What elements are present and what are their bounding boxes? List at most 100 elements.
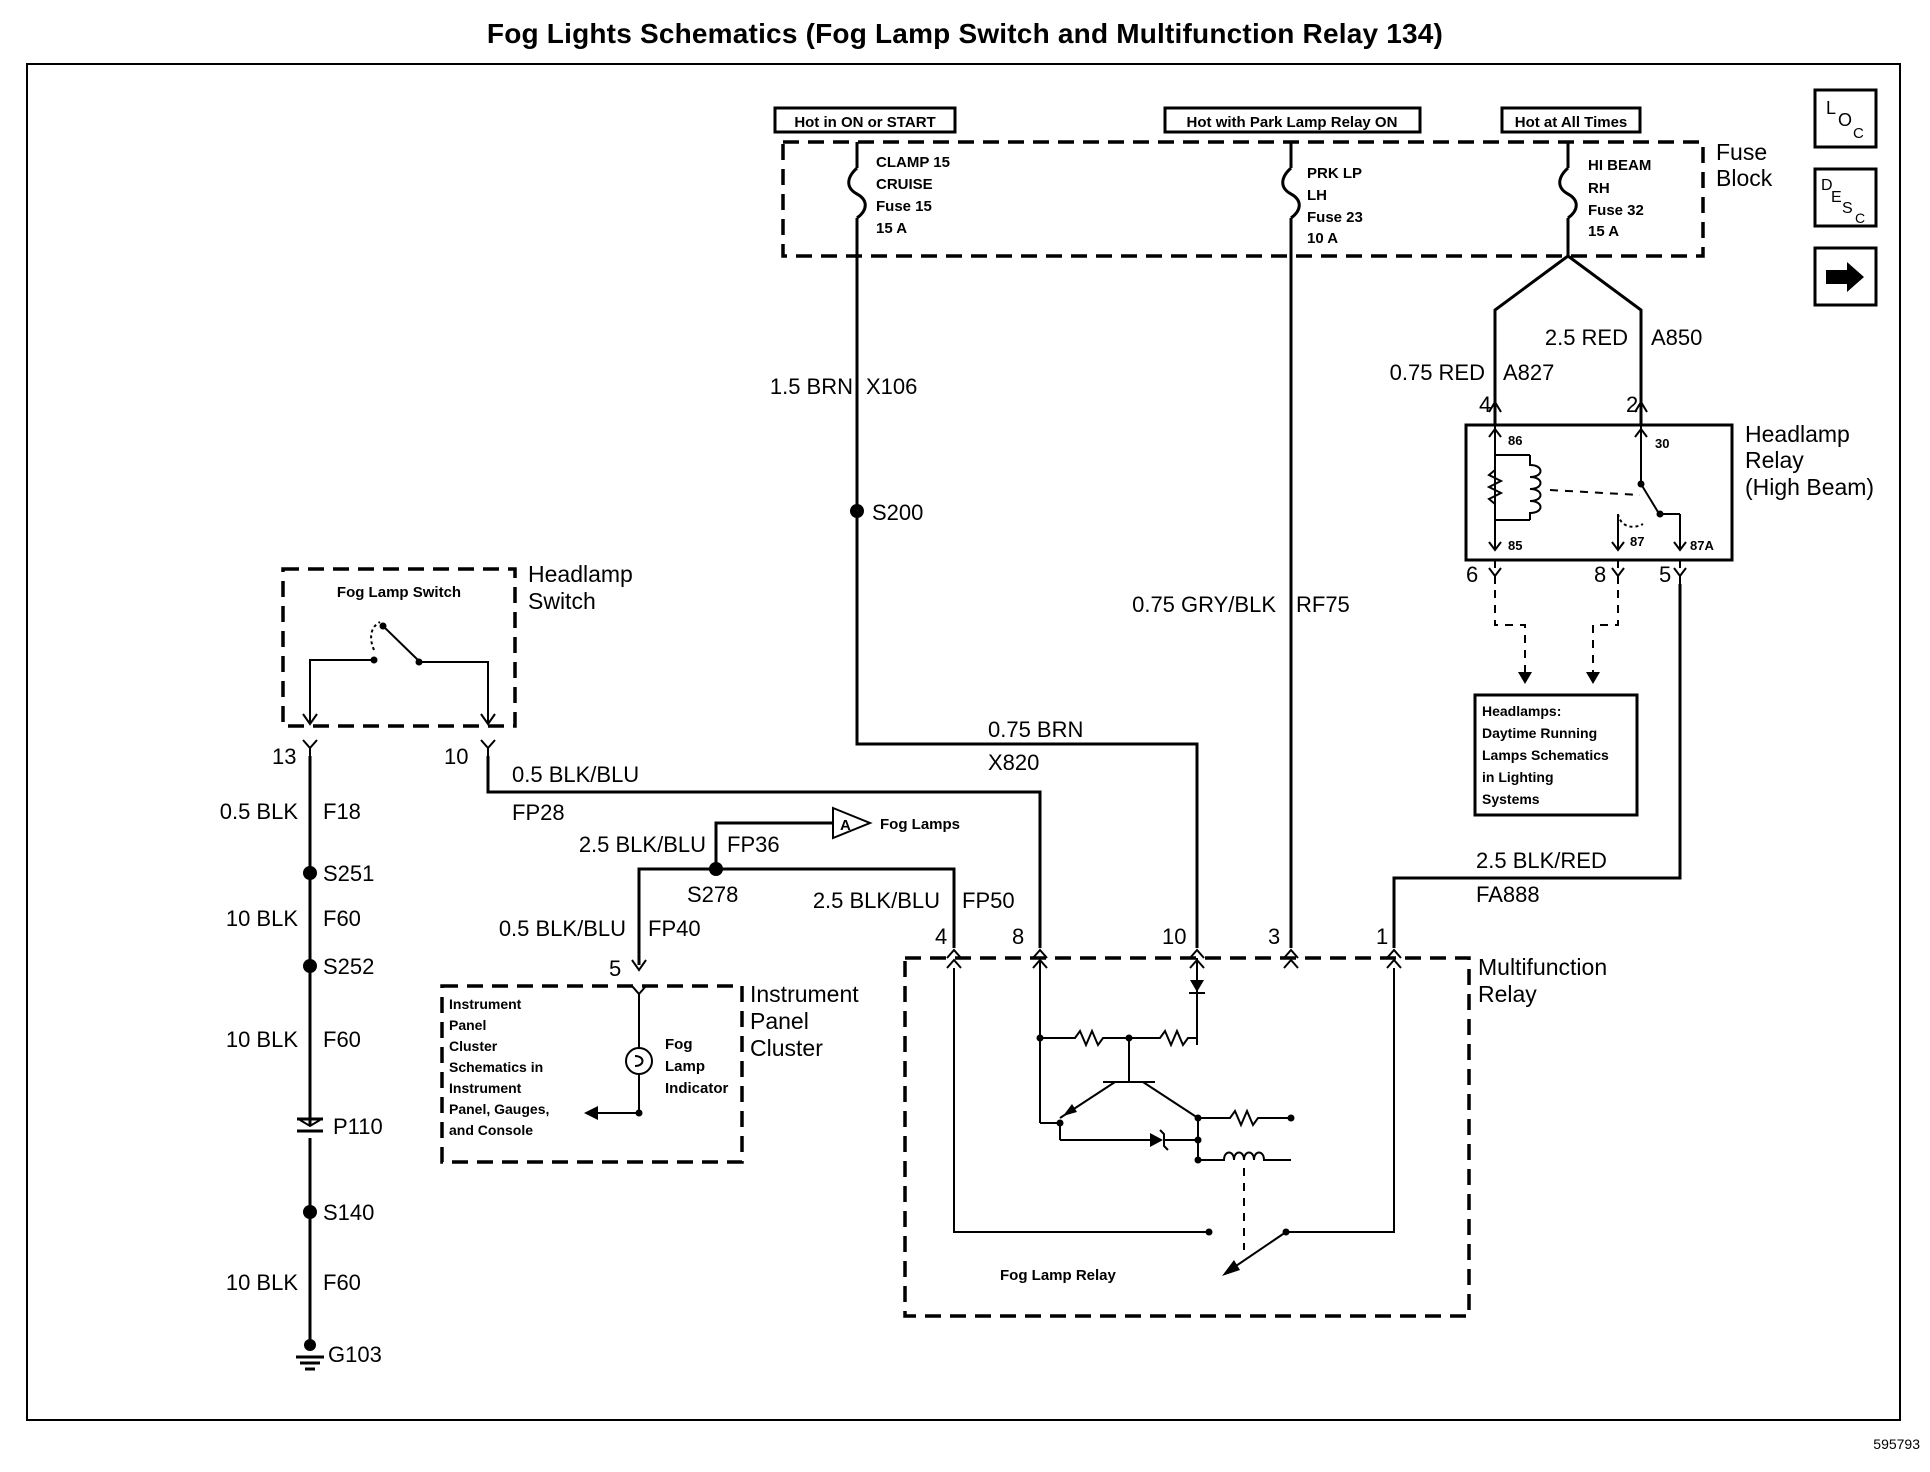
hr-pin8: 8: [1594, 562, 1606, 587]
mfr-pin4: 4: [935, 924, 947, 949]
headlamp-switch-title-1: Headlamp: [528, 561, 633, 587]
f18-gauge: 0.5 BLK: [220, 799, 299, 824]
instrument-cluster-outline: [440, 984, 744, 1164]
fuse32-line1: HI BEAM: [1588, 157, 1651, 174]
fuse23-line2: LH: [1307, 187, 1327, 204]
fuse-block-outline: [781, 140, 1705, 258]
fuse-block-title-2: Block: [1716, 165, 1773, 191]
desc-icon[interactable]: D E S C: [1813, 167, 1878, 228]
f60c-circuit: F60: [323, 1270, 361, 1295]
p110-label: P110: [333, 1114, 383, 1139]
svg-text:Cluster: Cluster: [449, 1038, 498, 1054]
svg-text:E: E: [1831, 189, 1842, 206]
hr-pin5: 5: [1659, 562, 1671, 587]
s140-label: S140: [323, 1200, 374, 1225]
fog-indicator-1: Fog: [665, 1036, 693, 1053]
headlamp-relay-coil: 86 85: [1486, 425, 1641, 553]
x106-gauge: 1.5 BRN: [770, 374, 853, 399]
mfr-title-1: Multifunction: [1478, 954, 1607, 980]
fuse15-line2: CRUISE: [876, 176, 933, 193]
hr-pin4: 4: [1479, 392, 1491, 417]
svg-text:L: L: [1826, 98, 1836, 118]
headlamp-relay-title-2: Relay: [1745, 447, 1804, 473]
hr-t86: 86: [1508, 433, 1522, 448]
a827-gauge: 0.75 RED: [1390, 360, 1485, 385]
wire-fa888: [1392, 584, 1682, 948]
headlamps-ref-5: Systems: [1482, 791, 1540, 807]
fog-lamp-relay-circuit: [953, 958, 1395, 1276]
headlamp-relay-box: [1464, 423, 1734, 562]
rf75-circuit: RF75: [1296, 592, 1350, 617]
hot-all-text: Hot at All Times: [1515, 114, 1628, 131]
headlamps-reference[interactable]: Headlamps: Daytime Running Lamps Schemat…: [1473, 693, 1639, 817]
mfr-pin8: 8: [1012, 924, 1024, 949]
headlamps-ref-3: Lamps Schematics: [1482, 747, 1609, 763]
fuse15-line3: Fuse 15: [876, 198, 932, 215]
wire-fp28: [486, 756, 1042, 948]
headlamp-switch-title-2: Switch: [528, 588, 596, 614]
fuse32-line2: RH: [1588, 180, 1610, 197]
hr-t87a: 87A: [1690, 538, 1714, 553]
fp40-circuit: FP40: [648, 916, 701, 941]
wire-a827: [1493, 254, 1569, 412]
fuse-23: PRK LP LH Fuse 23 10 A: [1281, 142, 1363, 256]
mfr-title-2: Relay: [1478, 981, 1537, 1007]
svg-text:O: O: [1838, 110, 1852, 130]
ipc-title-2: Panel: [750, 1008, 809, 1034]
x106-circuit: X106: [866, 374, 917, 399]
schematic-border: [26, 63, 1901, 1421]
power-label-hot-park: Hot with Park Lamp Relay ON: [1163, 106, 1422, 134]
next-arrow-icon[interactable]: [1813, 246, 1878, 307]
fp28-gauge: 0.5 BLK/BLU: [512, 762, 639, 787]
fog-lamps-marker[interactable]: A: [832, 806, 873, 840]
x820-gauge: 0.75 BRN: [988, 717, 1083, 742]
hot-park-text: Hot with Park Lamp Relay ON: [1187, 114, 1398, 131]
loc-icon[interactable]: L O C: [1813, 88, 1878, 149]
fa888-gauge: 2.5 BLK/RED: [1476, 848, 1607, 873]
fp36-gauge: 2.5 BLK/BLU: [579, 832, 706, 857]
svg-text:Panel, Gauges,: Panel, Gauges,: [449, 1101, 549, 1117]
fog-lamp-switch: [302, 621, 496, 726]
fuse32-line4: 15 A: [1588, 223, 1619, 240]
mfr-pin1: 1: [1376, 924, 1388, 949]
fuse23-line1: PRK LP: [1307, 165, 1362, 182]
power-label-hot-on-start: Hot in ON or START: [773, 106, 957, 134]
headlamps-ref-2: Daytime Running: [1482, 725, 1597, 741]
ipc-schematic-reference[interactable]: Instrument Panel Cluster Schematics in I…: [449, 996, 549, 1138]
fp36-circuit: FP36: [727, 832, 780, 857]
s278-label: S278: [687, 882, 738, 907]
svg-text:and Console: and Console: [449, 1122, 533, 1138]
fog-lamps-marker-letter: A: [840, 817, 851, 834]
fp28-circuit: FP28: [512, 800, 565, 825]
svg-text:Instrument: Instrument: [449, 1080, 522, 1096]
a827-circuit: A827: [1503, 360, 1554, 385]
document-id: 595793: [1873, 1436, 1920, 1452]
svg-text:S: S: [1842, 200, 1853, 217]
svg-text:C: C: [1855, 210, 1865, 226]
ipc-pin5: 5: [609, 956, 621, 981]
fuse23-line3: Fuse 23: [1307, 209, 1363, 226]
headlamp-relay-title-3: (High Beam): [1745, 474, 1874, 500]
svg-text:C: C: [1853, 125, 1864, 142]
splice-s251: [303, 866, 317, 880]
svg-text:Schematics in: Schematics in: [449, 1059, 543, 1075]
wire-fp36: [714, 821, 833, 868]
fuse-32: HI BEAM RH Fuse 32 15 A: [1558, 142, 1651, 256]
fp50-gauge: 2.5 BLK/BLU: [813, 888, 940, 913]
hr-pin2: 2: [1626, 392, 1638, 417]
ground-g103: [296, 1339, 324, 1371]
fuse15-line1: CLAMP 15: [876, 154, 950, 171]
g103-label: G103: [328, 1342, 382, 1367]
s252-label: S252: [323, 954, 374, 979]
a850-circuit: A850: [1651, 325, 1702, 350]
fp50-circuit: FP50: [962, 888, 1015, 913]
headlamps-ref-1: Headlamps:: [1482, 703, 1561, 719]
s200-label: S200: [872, 500, 923, 525]
wire-x106: [855, 256, 1199, 948]
link-headlamps-1: [1494, 590, 1526, 672]
f60b-gauge: 10 BLK: [226, 1027, 298, 1052]
wire-fp40: [637, 867, 716, 965]
fa888-circuit: FA888: [1476, 882, 1540, 907]
headlamp-switch-outline: [281, 567, 517, 728]
